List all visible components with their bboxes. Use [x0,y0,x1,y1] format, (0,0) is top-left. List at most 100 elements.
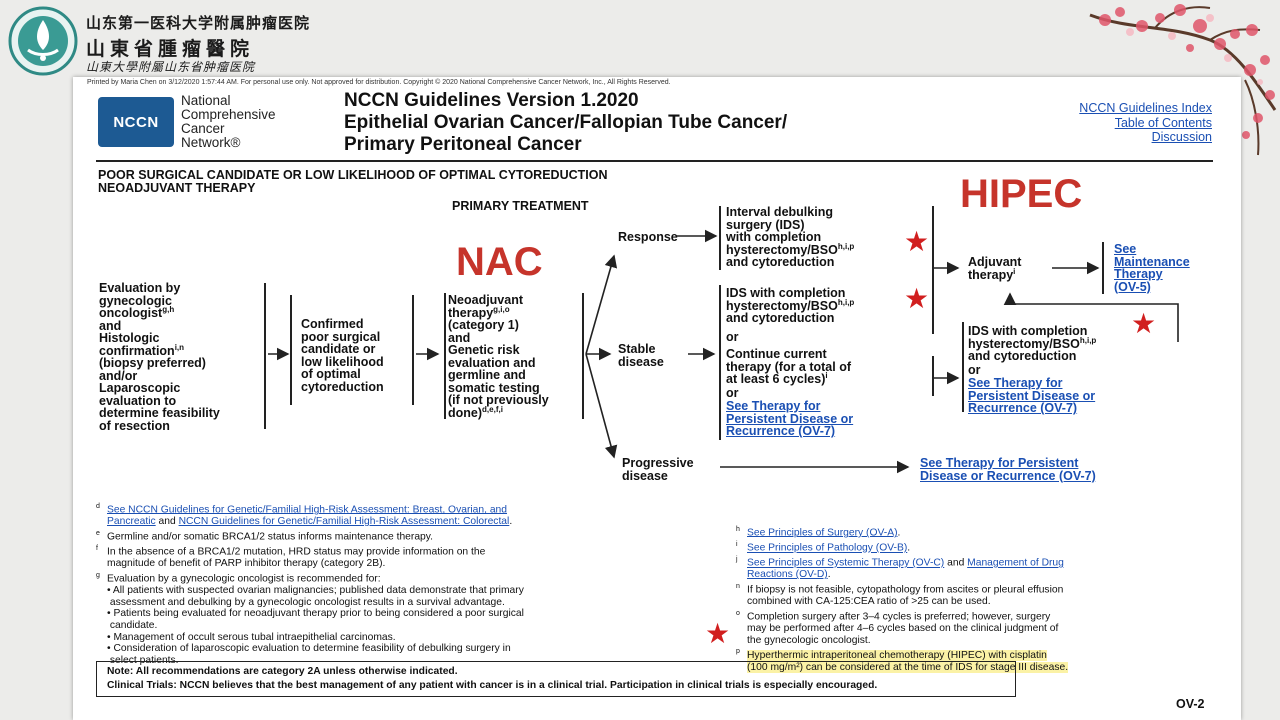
footnote-line: • Management of occult serous tubal intr… [96,632,524,644]
see-maintenance-link[interactable]: See Maintenance Therapy (OV-5) [1114,243,1190,293]
node-line: disease [622,470,694,483]
footnote-line: assessment and debulking by a gynecologi… [96,597,524,609]
red-star-icon: ★ [904,285,929,313]
footnote-text: If biopsy is not feasible, cytopathology… [747,585,1063,596]
footnote-ref: g,h [162,305,174,314]
neoadjuvant-node: Neoadjuvant therapyg,i,o (category 1) an… [448,294,549,419]
see-persistent-link-1[interactable]: See Therapy for Persistent Disease or Re… [726,400,853,438]
footnote-line: Reactions (OV-D). [736,569,1068,581]
or-label: or [726,387,739,400]
footnote-link[interactable]: Reactions (OV-D) [747,569,828,580]
node-line: Confirmed [301,318,384,331]
footnote-line: may be performed after 4–6 cycles based … [736,623,1068,635]
footnote-line: n If biopsy is not feasible, cytopatholo… [736,581,1068,596]
footnote-link[interactable]: See Principles of Surgery (OV-A) [747,527,898,538]
footnote-key: d [96,501,107,513]
footnote-line: the gynecologic oncologist. [736,635,1068,647]
bracket-line [719,285,721,440]
bracket-line [932,206,934,334]
footnote-text: Hyperthermic intraperitoneal chemotherap… [747,650,1047,661]
footnote-line: • Consideration of laparoscopic evaluati… [96,643,524,655]
node-line: and cytoreduction [726,256,854,269]
footnote-text: • All patients with suspected ovarian ma… [107,585,524,596]
footnote-line: o Completion surgery after 3–4 cycles is… [736,608,1068,623]
page-code: OV-2 [1176,697,1205,711]
link-line[interactable]: See Therapy for [726,400,853,413]
footnote-line: d See NCCN Guidelines for Genetic/Famili… [96,501,524,516]
footnote-text: candidate. [107,620,157,631]
footnote-text: magnitude of benefit of PARP inhibitor t… [107,558,385,569]
node-line: (biopsy preferred) [99,357,220,370]
footnote-line: g Evaluation by a gynecologic oncologist… [96,570,524,585]
node-line: Continue current [726,348,851,361]
footnote-link[interactable]: Pancreatic [107,516,156,527]
footnote-text: Germline and/or somatic BRCA1/2 status i… [107,531,433,542]
link-line[interactable]: Therapy [1114,268,1190,281]
evaluation-node: Evaluation by gynecologic oncologistg,h … [99,282,220,432]
node-line: cytoreduction [301,381,384,394]
footnote-ref: h,i,p [838,297,854,306]
link-line[interactable]: Recurrence (OV-7) [968,402,1095,415]
footnote-text: Completion surgery after 3–4 cycles is p… [747,611,1050,622]
note-box: Note: All recommendations are category 2… [96,661,1016,697]
footnote-line: combined with CA-125:CEA ratio of >25 ca… [736,596,1068,608]
node-line: disease [618,356,664,369]
bracket-line [444,293,446,419]
node-line: Interval debulking [726,206,854,219]
node-line: done)d,e,f,i [448,407,549,420]
footnote-line: e Germline and/or somatic BRCA1/2 status… [96,528,524,543]
footnote-text: and [156,516,179,527]
footnote-text: the gynecologic oncologist. [747,635,871,646]
link-line[interactable]: (OV-5) [1114,281,1190,294]
node-line: therapyi [968,269,1021,282]
footnote-text: . [509,516,512,527]
footnote-ref: h,i,p [1080,335,1096,344]
footnote-link[interactable]: See NCCN Guidelines for Genetic/Familial… [107,504,507,515]
footnote-line: • Patients being evaluated for neoadjuva… [96,608,524,620]
link-line[interactable]: Disease or Recurrence (OV-7) [920,470,1096,483]
bracket-line [1102,242,1104,294]
footnote-text: combined with CA-125:CEA ratio of >25 ca… [747,596,991,607]
footnote-text: . [898,527,901,538]
footnote-line: p Hyperthermic intraperitoneal chemother… [736,646,1068,661]
footnote-link[interactable]: NCCN Guidelines for Genetic/Familial Hig… [179,516,510,527]
link-line[interactable]: Recurrence (OV-7) [726,425,853,438]
footnote-ref: h,i,p [838,241,854,250]
node-line: Laparoscopic [99,382,220,395]
footnote-link[interactable]: See Principles of Pathology (OV-B) [747,543,907,554]
ids-stable-node: IDS with completion hysterectomy/BSOh,i,… [726,287,854,325]
link-line[interactable]: See Therapy for Persistent [920,457,1096,470]
footnote-line: • All patients with suspected ovarian ma… [96,585,524,597]
footnote-ref: i [825,371,827,380]
footnotes-left: d See NCCN Guidelines for Genetic/Famili… [96,501,524,667]
node-line: Stable [618,343,664,356]
clinical-trials-line: Clinical Trials: NCCN believes that the … [107,680,877,692]
node-line: at least 6 cycles)i [726,373,851,386]
footnote-ref: g,i,o [493,304,509,313]
see-persistent-link-2[interactable]: See Therapy for Persistent Disease or Re… [968,377,1095,415]
footnote-text: and [944,558,967,569]
see-persistent-link-3[interactable]: See Therapy for Persistent Disease or Re… [920,457,1096,482]
footnote-link[interactable]: See Principles of Systemic Therapy (OV-C… [747,558,944,569]
confirmed-node: Confirmed poor surgical candidate or low… [301,318,384,393]
footnote-text: may be performed after 4–6 cycles based … [747,623,1058,634]
footnote-link[interactable]: Management of Drug [967,558,1064,569]
bracket-line [719,206,721,270]
link-line[interactable]: See [1114,243,1190,256]
link-line[interactable]: See Therapy for [968,377,1095,390]
node-line: candidate or [301,343,384,356]
red-star-icon: ★ [1131,310,1156,338]
footnote-key: e [96,528,107,540]
or-label: or [968,364,981,377]
footnote-line: candidate. [96,620,524,632]
node-line: determine feasibility [99,407,220,420]
red-star-icon: ★ [904,228,929,256]
footnote-ref: i [1013,266,1015,275]
footnote-ref: d,e,f,i [482,404,503,413]
footnote-text: . [828,569,831,580]
footnote-text: • Management of occult serous tubal intr… [107,632,396,643]
note-line: Note: All recommendations are category 2… [107,666,458,678]
node-line: (category 1) [448,319,549,332]
footnote-key: p [736,646,747,658]
bracket-line [412,295,414,405]
